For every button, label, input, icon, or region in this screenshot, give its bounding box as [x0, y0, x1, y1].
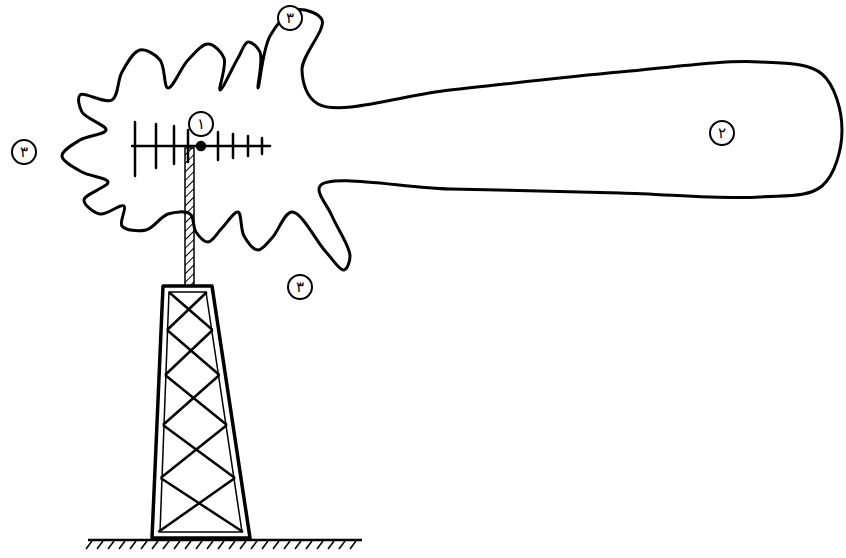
tower-brace [163, 425, 235, 478]
ground-hatch [240, 541, 246, 549]
tower-brace [167, 292, 207, 330]
ground-hatch [284, 541, 290, 549]
ground-hatch [152, 541, 158, 549]
tower-brace [158, 478, 235, 532]
callout-number: ۲ [709, 120, 735, 146]
ground-hatch [350, 541, 356, 549]
ground-hatch [273, 541, 279, 549]
ground-hatch [317, 541, 323, 549]
callout-number: ۳ [11, 139, 37, 165]
ground-hatch [251, 541, 257, 549]
tower-brace [161, 478, 243, 532]
ground-hatch [108, 541, 114, 549]
tower-brace [169, 292, 213, 330]
ground-hatch [295, 541, 301, 549]
ground-hatch [119, 541, 125, 549]
tower-brace [165, 375, 227, 425]
callout-number: ۳ [287, 274, 313, 300]
mast [185, 148, 194, 286]
ground-hatch [218, 541, 224, 549]
tower-brace [161, 425, 227, 478]
tower-brace [167, 330, 219, 375]
callout-number: ۱ [188, 111, 214, 137]
ground-hatch [229, 541, 235, 549]
callout-number: ۳ [277, 5, 303, 31]
ground-hatch [130, 541, 136, 549]
ground [86, 540, 362, 549]
lattice-tower [152, 286, 250, 538]
radiation-pattern [62, 10, 842, 270]
ground-hatch [174, 541, 180, 549]
ground-hatch [306, 541, 312, 549]
ground-hatch [97, 541, 103, 549]
lobe-outline [62, 10, 842, 270]
ground-hatch [328, 541, 334, 549]
tower-brace [165, 330, 213, 375]
ground-hatch [339, 541, 345, 549]
ground-hatch [163, 541, 169, 549]
ground-hatch [196, 541, 202, 549]
ground-hatch [207, 541, 213, 549]
ground-hatch [262, 541, 268, 549]
ground-hatch [141, 541, 147, 549]
tower-brace [163, 375, 219, 425]
ground-hatch [185, 541, 191, 549]
ground-hatch [86, 541, 92, 549]
